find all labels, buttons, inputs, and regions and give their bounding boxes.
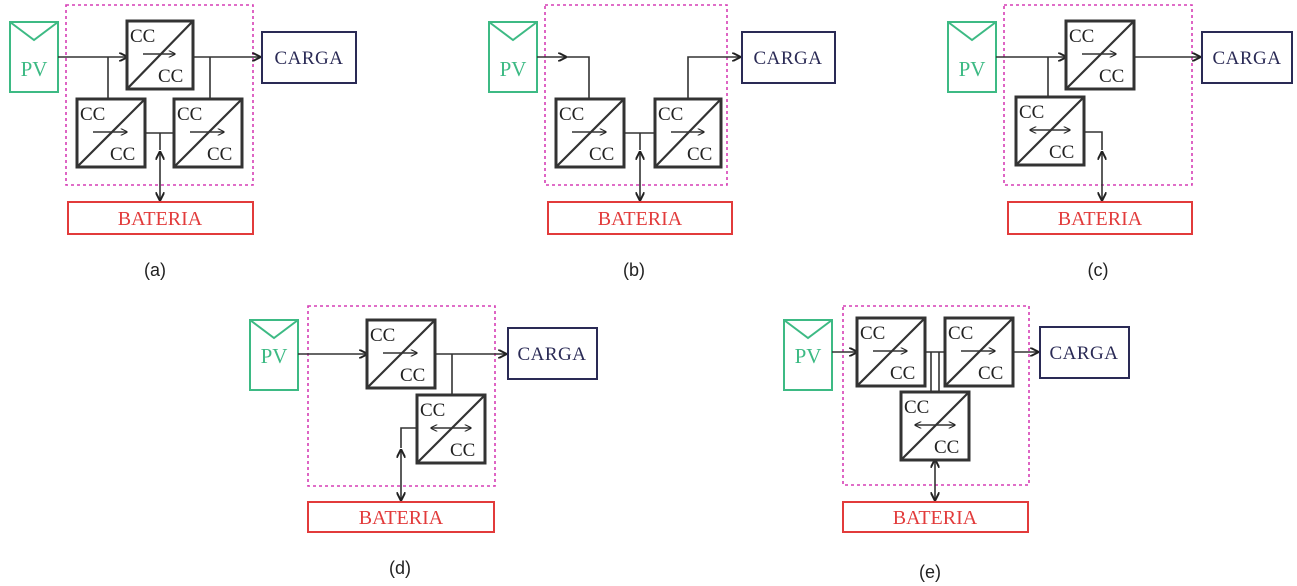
carga-label: CARGA xyxy=(274,48,343,69)
dc-dc-converter: CC CC xyxy=(1064,19,1136,91)
dc-dc-converter: CC CC xyxy=(653,97,723,169)
dc-dc-converter: CC CC xyxy=(75,97,147,169)
diagram-c: PV CC CC CC CC CARGA BATERIA (c) xyxy=(947,4,1293,280)
bidirectional-converter: CC CC xyxy=(1014,95,1086,167)
cc-label: CC xyxy=(1069,26,1094,47)
cc-label: CC xyxy=(860,323,885,344)
cc-label: CC xyxy=(110,144,135,165)
cc-label: CC xyxy=(420,400,445,421)
caption-b: (b) xyxy=(623,260,645,280)
battery-box: BATERIA xyxy=(307,501,495,533)
pv-label: PV xyxy=(261,344,288,368)
carga-label: CARGA xyxy=(517,344,586,365)
cc-label: CC xyxy=(890,363,915,384)
pv-panel: PV xyxy=(249,319,299,391)
cc-label: CC xyxy=(687,144,712,165)
cc-label: CC xyxy=(978,363,1003,384)
battery-box: BATERIA xyxy=(547,201,733,235)
bateria-label: BATERIA xyxy=(598,208,683,230)
cc-label: CC xyxy=(1019,102,1044,123)
diagram-d: PV CC CC CC CC CARGA BATERIA (d) xyxy=(249,305,598,578)
cc-label: CC xyxy=(658,104,683,125)
diagram-b: PV CC CC CC CC CARGA BATERIA xyxy=(488,4,836,280)
bateria-label: BATERIA xyxy=(893,507,978,529)
battery-box: BATERIA xyxy=(67,201,254,235)
battery-box: BATERIA xyxy=(1007,201,1193,235)
bateria-label: BATERIA xyxy=(1058,208,1143,230)
pv-panel: PV xyxy=(488,21,538,93)
bidirectional-converter: CC CC xyxy=(415,393,487,465)
dc-dc-converter: CC CC xyxy=(172,97,244,169)
dc-dc-converter: CC CC xyxy=(943,316,1015,388)
cc-label: CC xyxy=(130,26,155,47)
cc-label: CC xyxy=(400,365,425,386)
cc-label: CC xyxy=(158,66,183,87)
pv-panel: PV xyxy=(947,21,997,93)
load-box: CARGA xyxy=(1201,31,1293,84)
cc-label: CC xyxy=(934,437,959,458)
pv-panel: PV xyxy=(9,21,59,93)
caption-a: (a) xyxy=(144,260,166,280)
diagram-a: PV CC CC CC CC CC CC xyxy=(9,4,357,280)
bateria-label: BATERIA xyxy=(359,507,444,529)
converter-boundary xyxy=(307,305,496,487)
load-box: CARGA xyxy=(507,327,598,380)
cc-label: CC xyxy=(80,104,105,125)
carga-label: CARGA xyxy=(1212,48,1281,69)
pv-panel: PV xyxy=(783,319,833,391)
dc-dc-converter: CC CC xyxy=(365,318,437,390)
wire xyxy=(400,427,417,448)
dc-dc-converter: CC CC xyxy=(125,19,195,91)
load-box: CARGA xyxy=(741,31,836,84)
cc-label: CC xyxy=(589,144,614,165)
dc-dc-converter: CC CC xyxy=(855,316,927,388)
caption-e: (e) xyxy=(919,562,941,582)
bateria-label: BATERIA xyxy=(118,208,203,230)
load-box: CARGA xyxy=(261,31,357,84)
cc-label: CC xyxy=(370,325,395,346)
cc-label: CC xyxy=(450,440,475,461)
cc-label: CC xyxy=(177,104,202,125)
wire xyxy=(566,56,590,99)
cc-label: CC xyxy=(948,323,973,344)
load-box: CARGA xyxy=(1039,326,1130,379)
pv-label: PV xyxy=(959,57,986,81)
cc-label: CC xyxy=(1099,66,1124,87)
dc-dc-converter: CC CC xyxy=(554,97,626,169)
pv-label: PV xyxy=(21,57,48,81)
cc-label: CC xyxy=(1049,142,1074,163)
pv-label: PV xyxy=(500,57,527,81)
carga-label: CARGA xyxy=(753,48,822,69)
battery-box: BATERIA xyxy=(842,501,1029,533)
bidirectional-converter: CC CC xyxy=(899,390,971,462)
carga-label: CARGA xyxy=(1049,343,1118,364)
load-arrow xyxy=(687,57,740,99)
cc-label: CC xyxy=(559,104,584,125)
cc-label: CC xyxy=(904,397,929,418)
caption-d: (d) xyxy=(389,558,411,578)
converter-boundary xyxy=(65,4,254,186)
diagram-e: PV CC CC CC CC CC CC xyxy=(783,305,1130,582)
wire xyxy=(1084,131,1103,150)
cc-label: CC xyxy=(207,144,232,165)
caption-c: (c) xyxy=(1088,260,1109,280)
pv-label: PV xyxy=(795,344,822,368)
